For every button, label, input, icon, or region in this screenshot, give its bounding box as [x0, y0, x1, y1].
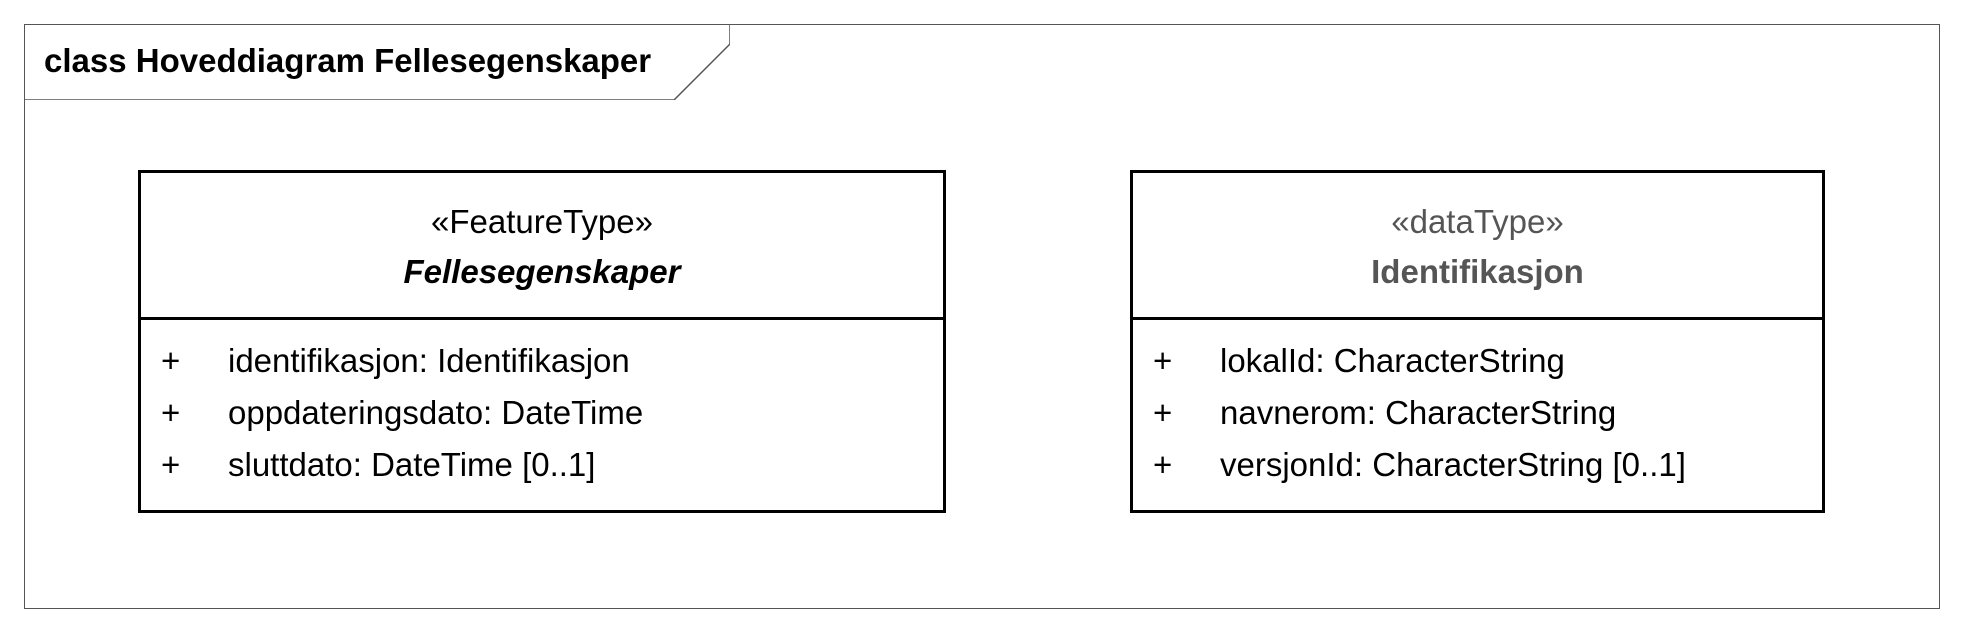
class-header: «FeatureType» Fellesegenskaper [141, 173, 943, 320]
attribute-compartment: + lokalId: CharacterString + navnerom: C… [1133, 320, 1822, 494]
attribute-row: + versjonId: CharacterString [0..1] [1133, 442, 1822, 494]
attribute-visibility: + [1153, 394, 1173, 431]
class-name: Fellesegenskaper [403, 253, 681, 290]
class-fellesegenskaper[interactable]: «FeatureType» Fellesegenskaper + identif… [138, 170, 946, 513]
attribute-text: navnerom: CharacterString [1220, 394, 1617, 431]
attribute-text: identifikasjon: Identifikasjon [228, 342, 630, 379]
attribute-text: versjonId: CharacterString [0..1] [1220, 446, 1686, 483]
attribute-visibility: + [1153, 342, 1173, 379]
class-stereotype: «FeatureType» [431, 203, 653, 240]
class-name: Identifikasjon [1371, 253, 1584, 290]
attribute-text: lokalId: CharacterString [1220, 342, 1565, 379]
diagram-frame [24, 24, 1940, 609]
attribute-visibility: + [161, 394, 181, 431]
class-stereotype: «dataType» [1391, 203, 1564, 240]
class-identifikasjon[interactable]: «dataType» Identifikasjon + lokalId: Cha… [1130, 170, 1825, 513]
attribute-row: + sluttdato: DateTime [0..1] [141, 442, 943, 494]
frame-tab-outline [24, 24, 730, 100]
frame-title-tab: class Hoveddiagram Fellesegenskaper [24, 24, 730, 100]
attribute-row: + navnerom: CharacterString [1133, 390, 1822, 442]
class-header: «dataType» Identifikasjon [1133, 173, 1822, 320]
attribute-compartment: + identifikasjon: Identifikasjon + oppda… [141, 320, 943, 494]
attribute-visibility: + [161, 446, 181, 483]
attribute-text: sluttdato: DateTime [0..1] [228, 446, 596, 483]
attribute-row: + lokalId: CharacterString [1133, 338, 1822, 390]
diagram-title: class Hoveddiagram Fellesegenskaper [44, 42, 652, 79]
attribute-visibility: + [1153, 446, 1173, 483]
attribute-text: oppdateringsdato: DateTime [228, 394, 644, 431]
attribute-row: + oppdateringsdato: DateTime [141, 390, 943, 442]
attribute-row: + identifikasjon: Identifikasjon [141, 338, 943, 390]
attribute-visibility: + [161, 342, 181, 379]
